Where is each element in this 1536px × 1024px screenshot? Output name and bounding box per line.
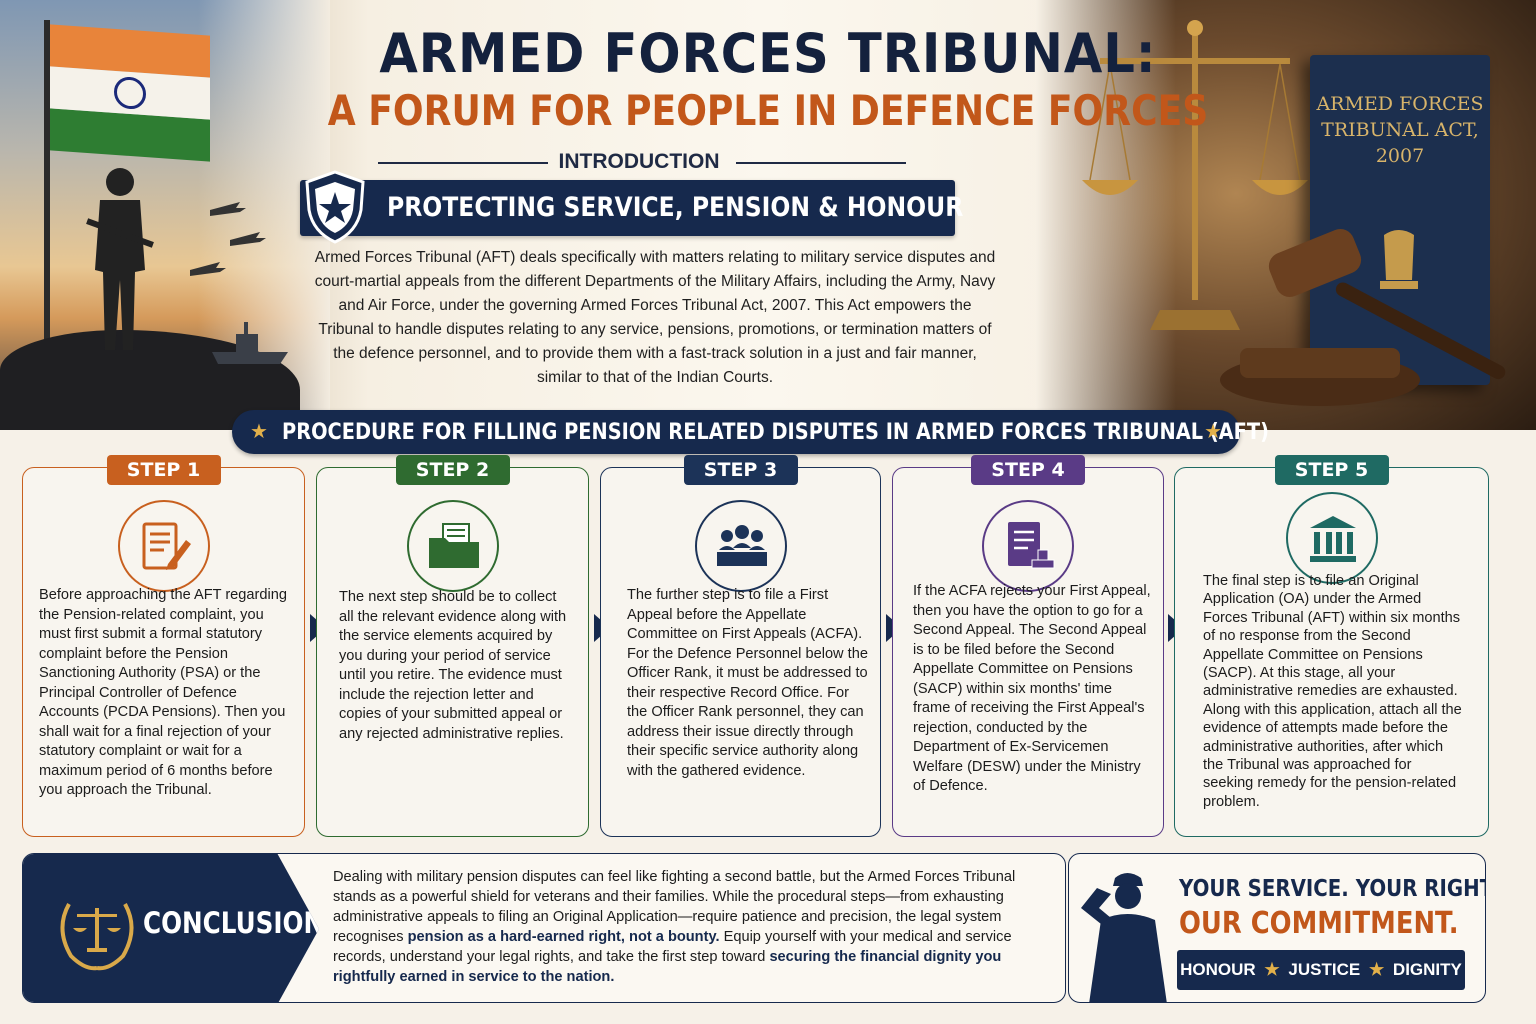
divider-left <box>378 162 548 164</box>
step-description: The final step is to file an Original Ap… <box>1203 573 1462 810</box>
committee-icon <box>694 500 787 592</box>
mission-banner: PROTECTING SERVICE, PENSION & HONOUR <box>300 180 963 236</box>
step-card-3: STEP 3 The further step is to file a Fir… <box>600 455 881 837</box>
step-description: Before approaching the AFT regarding the… <box>39 587 287 798</box>
folder-documents-icon <box>406 500 499 592</box>
step-description: The further step is to file a First Appe… <box>627 587 868 779</box>
fighter-jets-icon <box>190 202 266 276</box>
procedure-header: ★ PROCEDURE FOR FILLING PENSION RELATED … <box>232 410 1269 454</box>
section-label-introduction: INTRODUCTION <box>558 150 720 173</box>
laurel-scales-icon <box>60 903 134 971</box>
step-label: STEP 1 <box>106 455 221 485</box>
divider-right <box>736 162 906 164</box>
soldier-silhouette-icon <box>86 168 154 350</box>
motto-line-1: YOUR SERVICE. YOUR RIGHTS. <box>1179 876 1486 902</box>
step-card-2: STEP 2 The next step should be to collec… <box>316 455 589 837</box>
conclusion-text: Dealing with military pension disputes c… <box>333 869 1016 985</box>
step-label: STEP 5 <box>1274 455 1389 485</box>
mission-banner-text: PROTECTING SERVICE, PENSION & HONOUR <box>387 192 964 223</box>
aft-act-book: ARMED FORCES TRIBUNAL ACT, 2007 <box>1310 55 1490 385</box>
step-description: The next step should be to collect all t… <box>339 589 567 742</box>
star-icon: ★ <box>1264 960 1280 979</box>
core-values-bar: HONOUR ★ JUSTICE ★ DIGNITY <box>1177 950 1465 990</box>
motto-line-2: OUR COMMITMENT. <box>1179 906 1459 941</box>
book-title-line2: TRIBUNAL ACT, <box>1321 119 1479 141</box>
procedure-title: PROCEDURE FOR FILLING PENSION RELATED DI… <box>282 420 1269 445</box>
intro-paragraph: Armed Forces Tribunal (AFT) deals specif… <box>314 249 996 386</box>
flagpole <box>44 20 50 350</box>
value-honour: HONOUR <box>1180 960 1256 979</box>
conclusion-label-panel: CONCLUSION <box>23 854 319 1002</box>
step-label: STEP 3 <box>683 455 798 485</box>
step-description: If the ACFA rejects your First Appeal, t… <box>913 583 1151 794</box>
value-dignity: DIGNITY <box>1392 960 1462 979</box>
page-subtitle: A FORUM FOR PEOPLE IN DEFENCE FORCES <box>327 86 1209 135</box>
step-card-1: STEP 1 Before approaching the AFT regard… <box>22 455 305 837</box>
star-icon: ★ <box>1368 960 1385 979</box>
document-stamp-icon <box>982 500 1074 592</box>
book-title-year: 2007 <box>1375 145 1425 167</box>
motto-panel: YOUR SERVICE. YOUR RIGHTS. OUR COMMITMEN… <box>1068 853 1486 1003</box>
book-title-line1: ARMED FORCES <box>1316 93 1484 115</box>
form-pen-icon <box>117 500 210 592</box>
courthouse-icon <box>1285 492 1378 584</box>
saluting-soldier-icon <box>1081 873 1167 1002</box>
page-title: ARMED FORCES TRIBUNAL: <box>379 22 1157 85</box>
step-label: STEP 4 <box>971 455 1085 485</box>
warship-icon <box>212 322 288 364</box>
shield-star-icon <box>305 170 365 244</box>
step-card-4: STEP 4 If the ACFA rejects your First Ap… <box>892 455 1164 837</box>
scales-of-justice-icon <box>1082 20 1308 330</box>
conclusion-panel: CONCLUSION Dealing with military pension… <box>22 853 1066 1003</box>
hero-banner: ARMED FORCES TRIBUNAL ACT, 2007 <box>0 0 1536 430</box>
star-icon: ★ <box>1204 421 1222 443</box>
conclusion-title: CONCLUSION <box>143 906 325 940</box>
step-card-5: STEP 5 The final step is to file an Orig… <box>1174 455 1489 837</box>
value-justice: JUSTICE <box>1288 960 1361 979</box>
star-icon: ★ <box>250 421 268 443</box>
gavel-icon <box>1220 229 1506 406</box>
step-label: STEP 2 <box>395 455 510 485</box>
national-emblem-icon <box>1380 230 1418 289</box>
